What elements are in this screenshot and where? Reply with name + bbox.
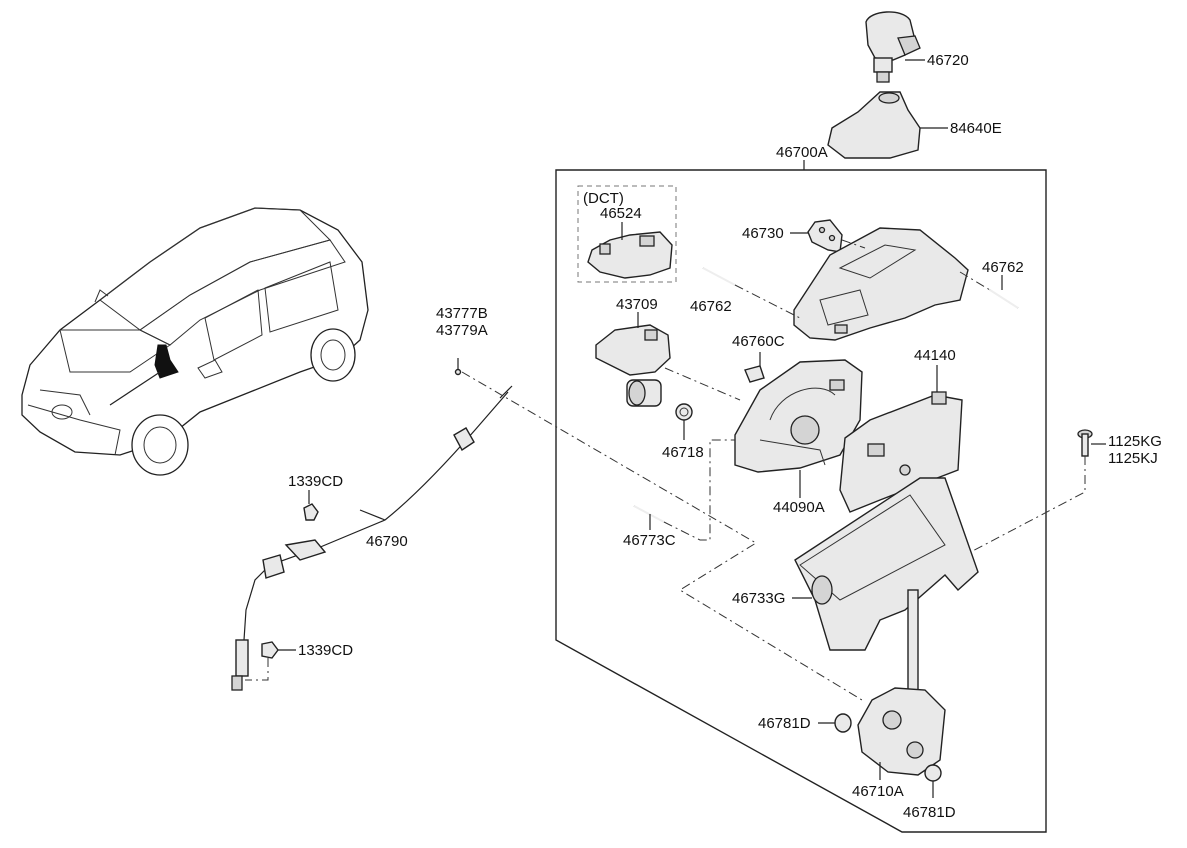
label-43777B: 43777B xyxy=(436,305,488,322)
label-44140: 44140 xyxy=(914,347,956,364)
actuator xyxy=(626,379,662,407)
sensor-bracket xyxy=(595,324,671,376)
label-46760C: 46760C xyxy=(732,333,785,350)
label-84640E: 84640E xyxy=(950,120,1002,137)
label-46790: 46790 xyxy=(366,533,408,550)
shift-cable xyxy=(231,385,513,691)
indicator-plate xyxy=(807,219,843,253)
dash-nut-bottom xyxy=(245,658,269,681)
label-46710A: 46710A xyxy=(852,783,904,800)
dash-46730 xyxy=(841,239,866,249)
dct-part xyxy=(587,231,673,279)
assembly-outline xyxy=(555,169,1047,833)
pin-right xyxy=(989,289,1019,309)
dash-46773C xyxy=(663,439,735,541)
bolt xyxy=(1077,429,1093,457)
label-46730: 46730 xyxy=(742,225,784,242)
label-1339CD-bottom: 1339CD xyxy=(298,642,353,659)
dash-bolt xyxy=(964,456,1086,556)
label-46773C: 46773C xyxy=(623,532,676,549)
label-46781D-left: 46781D xyxy=(758,715,811,732)
label-46720: 46720 xyxy=(927,52,969,69)
bushing-left xyxy=(834,713,852,733)
label-46733G: 46733G xyxy=(732,590,785,607)
dct-box xyxy=(577,185,677,283)
shift-boot xyxy=(827,91,921,159)
shift-knob xyxy=(865,11,921,83)
dash-43709 xyxy=(664,367,741,401)
main-housing xyxy=(734,359,863,473)
nut-bottom xyxy=(261,641,279,659)
clip xyxy=(454,358,462,376)
label-44090A: 44090A xyxy=(773,499,825,516)
label-43779A: 43779A xyxy=(436,322,488,339)
vehicle-illustration xyxy=(21,207,369,476)
label-46762-left: 46762 xyxy=(690,298,732,315)
leader-46790 xyxy=(359,509,386,521)
label-46718: 46718 xyxy=(662,444,704,461)
dash-cable-bracket xyxy=(461,371,863,701)
label-46781D-right: 46781D xyxy=(903,804,956,821)
nut-top xyxy=(303,503,319,521)
label-46762-right: 46762 xyxy=(982,259,1024,276)
connector-46760C xyxy=(744,365,765,383)
label-43709: 43709 xyxy=(616,296,658,313)
control-board xyxy=(839,391,963,513)
base-bracket xyxy=(794,477,979,651)
label-1339CD-top: 1339CD xyxy=(288,473,343,490)
dash-pin-right xyxy=(959,271,991,291)
dash-pin-left xyxy=(734,284,801,319)
pin-left xyxy=(702,267,736,286)
upper-housing xyxy=(793,227,969,341)
label-1125KJ: 1125KJ xyxy=(1108,450,1158,467)
label-46524: 46524 xyxy=(600,205,642,222)
pin-46773C xyxy=(633,505,665,523)
label-46700A: 46700A xyxy=(776,144,828,161)
shift-lever xyxy=(857,589,946,776)
label-dct: (DCT) xyxy=(583,190,624,207)
ring-46718 xyxy=(675,403,693,421)
bushing-right xyxy=(924,764,942,782)
label-1125KG: 1125KG xyxy=(1108,433,1162,450)
